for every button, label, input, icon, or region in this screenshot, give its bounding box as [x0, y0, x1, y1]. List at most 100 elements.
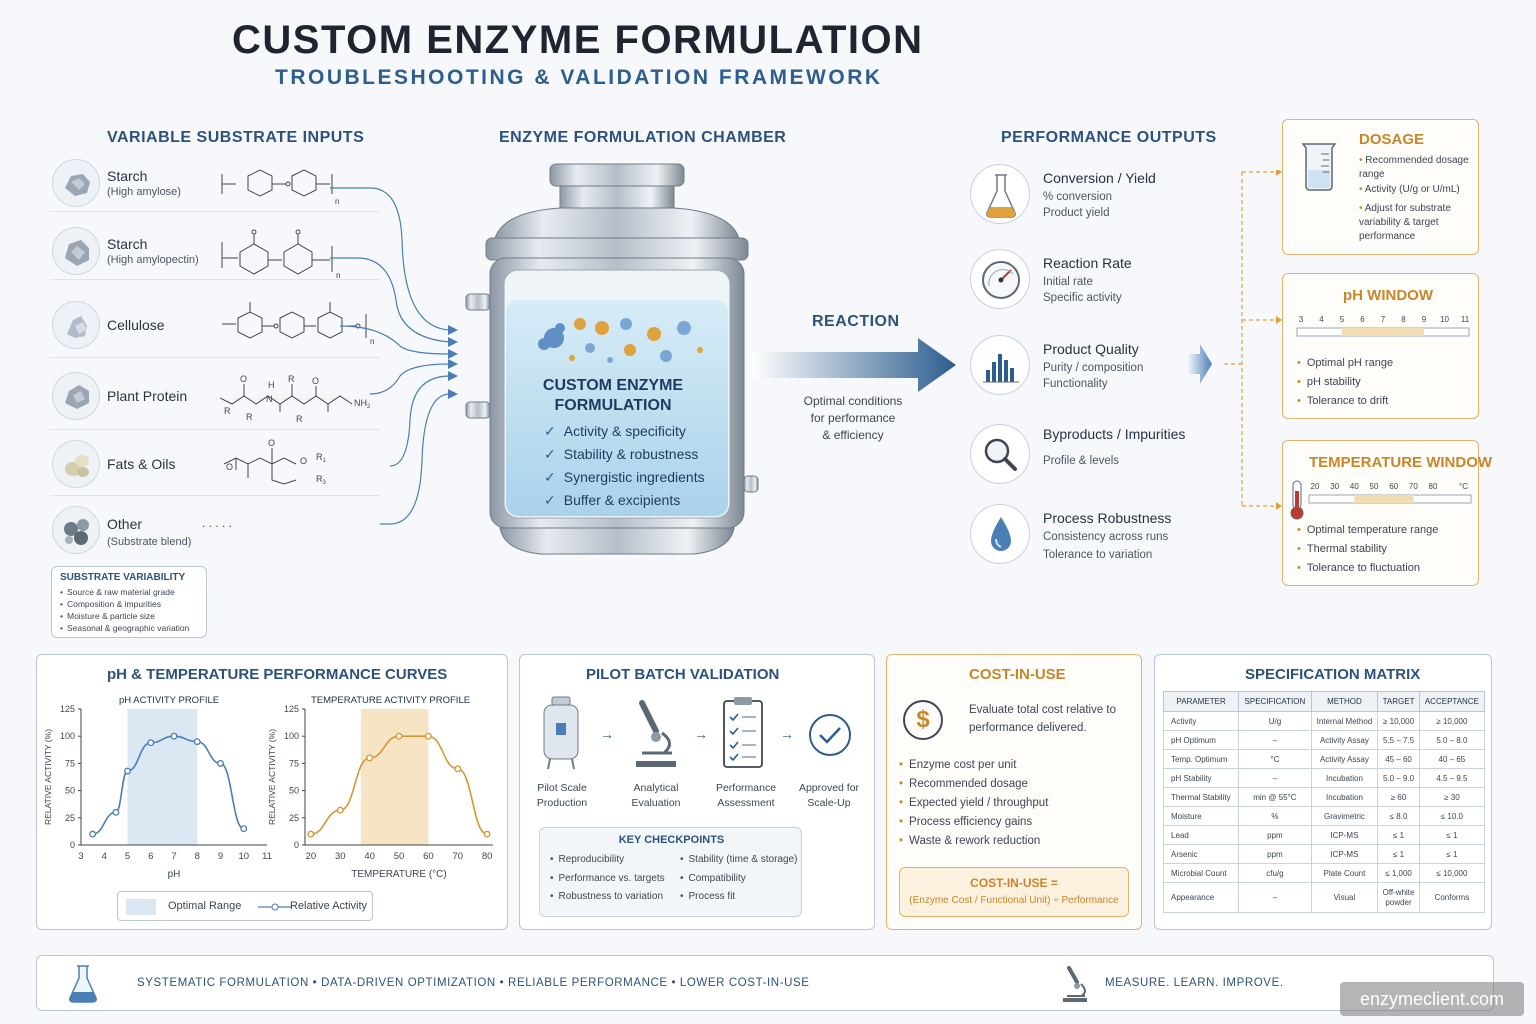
list-item: • Adjust for substrate variability & tar…	[1359, 203, 1451, 242]
table-cell: 5.5 – 7.5	[1377, 730, 1420, 750]
list-item: Optimal temperature range	[1297, 521, 1438, 540]
beaker-icon	[1301, 143, 1337, 191]
checkpoints-title: KEY CHECKPOINTS	[618, 834, 725, 846]
cellulose-fiber-icon	[52, 301, 100, 349]
table-cell: ≤ 10.0	[1418, 806, 1486, 826]
table-cell: ppm	[1238, 825, 1312, 845]
data-point	[124, 767, 131, 775]
y-tick-label: 0	[294, 840, 299, 850]
list-item: ✓Synergistic ingredients	[544, 469, 705, 485]
ph-scale-tick: 11	[1461, 315, 1470, 324]
svg-text:O: O	[300, 456, 307, 466]
legend-optimal-swatch	[126, 899, 156, 915]
list-item: • Recommended dosage range	[1359, 155, 1469, 180]
svg-text:→: →	[694, 726, 708, 742]
x-tick-label: 80	[482, 851, 493, 862]
chamber-heading: ENZYME FORMULATION CHAMBER	[499, 129, 787, 146]
ph-scale-tick: 3	[1299, 315, 1304, 324]
table-cell: pH Stability	[1162, 768, 1240, 788]
table-cell: Activity Assay	[1310, 730, 1379, 750]
table-cell: Plate Count	[1310, 863, 1379, 883]
cellulose-structure-icon: n	[222, 302, 374, 346]
data-point	[395, 732, 403, 740]
input-item-other: Other (Substrate blend) . . . . .	[50, 502, 380, 562]
ph-scale-tick: 7	[1381, 315, 1386, 324]
check-icon: ✓	[544, 446, 556, 462]
input-item-starch-amylose: Starch (High amylose) n	[50, 154, 380, 212]
pilot-batch-panel: PILOT BATCH VALIDATION → → →	[519, 654, 875, 930]
formula-expression: (Enzyme Cost / Functional Unit) ÷ Perfor…	[909, 895, 1119, 906]
page-title: CUSTOM ENZYME FORMULATION	[232, 18, 924, 62]
x-axis-label: pH	[168, 869, 181, 880]
list-item: ✓Stability & robustness	[544, 446, 699, 462]
droplet-icon	[970, 504, 1030, 564]
page-subtitle: TROUBLESHOOTING & VALIDATION FRAMEWORK	[275, 66, 883, 89]
table-cell: 5.0 – 8.0	[1418, 730, 1486, 750]
list-item: Optimal pH range	[1297, 354, 1393, 373]
microscope-icon	[1063, 966, 1087, 1002]
x-tick-label: 11	[262, 851, 272, 862]
flask-icon	[970, 164, 1030, 224]
temp-scale-tick: 80	[1429, 482, 1438, 491]
input-name: Other	[107, 516, 143, 532]
table-cell: –	[1238, 882, 1312, 913]
starch-granule-icon	[52, 227, 100, 275]
list-item: Performance vs. targets	[550, 870, 665, 889]
pilot-steps-icons: → → →	[543, 696, 851, 770]
footer-motto: MEASURE. LEARN. IMPROVE.	[1105, 977, 1284, 989]
windows-connector-lines	[1186, 170, 1282, 510]
table-cell: ICP-MS	[1310, 844, 1379, 864]
data-point	[336, 806, 344, 814]
output-item-reaction-rate: Reaction Rate Initial rate Specific acti…	[970, 249, 1180, 329]
table-cell: Visual	[1310, 882, 1379, 913]
key-checkpoints-box: KEY CHECKPOINTS Reproducibility Performa…	[539, 827, 802, 917]
list-item: Compatibility	[680, 870, 797, 889]
list-item: ✓Buffer & excipients	[544, 492, 681, 508]
y-tick-label: 125	[60, 704, 75, 714]
chamber-checklist: ✓Activity & specificity ✓Stability & rob…	[544, 420, 705, 512]
svg-text:R: R	[224, 406, 231, 416]
microscope-icon	[636, 700, 676, 767]
data-point	[170, 732, 178, 740]
pilot-reactor-icon	[543, 696, 579, 770]
list-item: Recommended dosage	[899, 775, 1048, 794]
svg-text:n: n	[370, 337, 374, 346]
y-tick-label: 25	[289, 813, 299, 823]
input-flow-lines	[330, 187, 458, 525]
table-cell: ≤ 1	[1418, 844, 1486, 864]
svg-text:R: R	[296, 414, 303, 424]
table-cell: Internal Method	[1310, 711, 1379, 731]
table-cell: Temp. Optimum	[1162, 749, 1240, 769]
output-item-conversion: Conversion / Yield % conversion Product …	[970, 164, 1180, 244]
reaction-label: REACTION	[812, 313, 900, 330]
x-tick-label: 6	[148, 851, 153, 862]
x-tick-label: 5	[125, 851, 130, 862]
curves-title: pH & TEMPERATURE PERFORMANCE CURVES	[107, 666, 448, 683]
svg-text:n: n	[335, 197, 339, 206]
y-tick-label: 75	[65, 758, 75, 768]
list-item: Stability (time & storage)	[680, 851, 798, 870]
svg-text:→: →	[600, 726, 614, 742]
table-header-cell: TARGET	[1377, 691, 1420, 712]
reaction-note: Optimal conditions for performance & eff…	[803, 394, 903, 442]
svg-text:n: n	[336, 271, 340, 280]
y-tick-label: 100	[284, 731, 299, 741]
list-item: • Activity (U/g or U/mL)	[1359, 184, 1460, 195]
outputs-heading: PERFORMANCE OUTPUTS	[1001, 129, 1217, 146]
data-point	[483, 830, 491, 838]
x-tick-label: 40	[364, 851, 375, 862]
table-cell: cfu/g	[1238, 863, 1312, 883]
cost-intro: Evaluate total cost relative to performa…	[969, 704, 1117, 734]
table-cell: –	[1238, 730, 1312, 750]
table-header-cell: METHOD	[1310, 691, 1379, 712]
checkpoints-left: Reproducibility Performance vs. targets …	[550, 851, 665, 907]
list-item: Reproducibility	[550, 851, 665, 870]
